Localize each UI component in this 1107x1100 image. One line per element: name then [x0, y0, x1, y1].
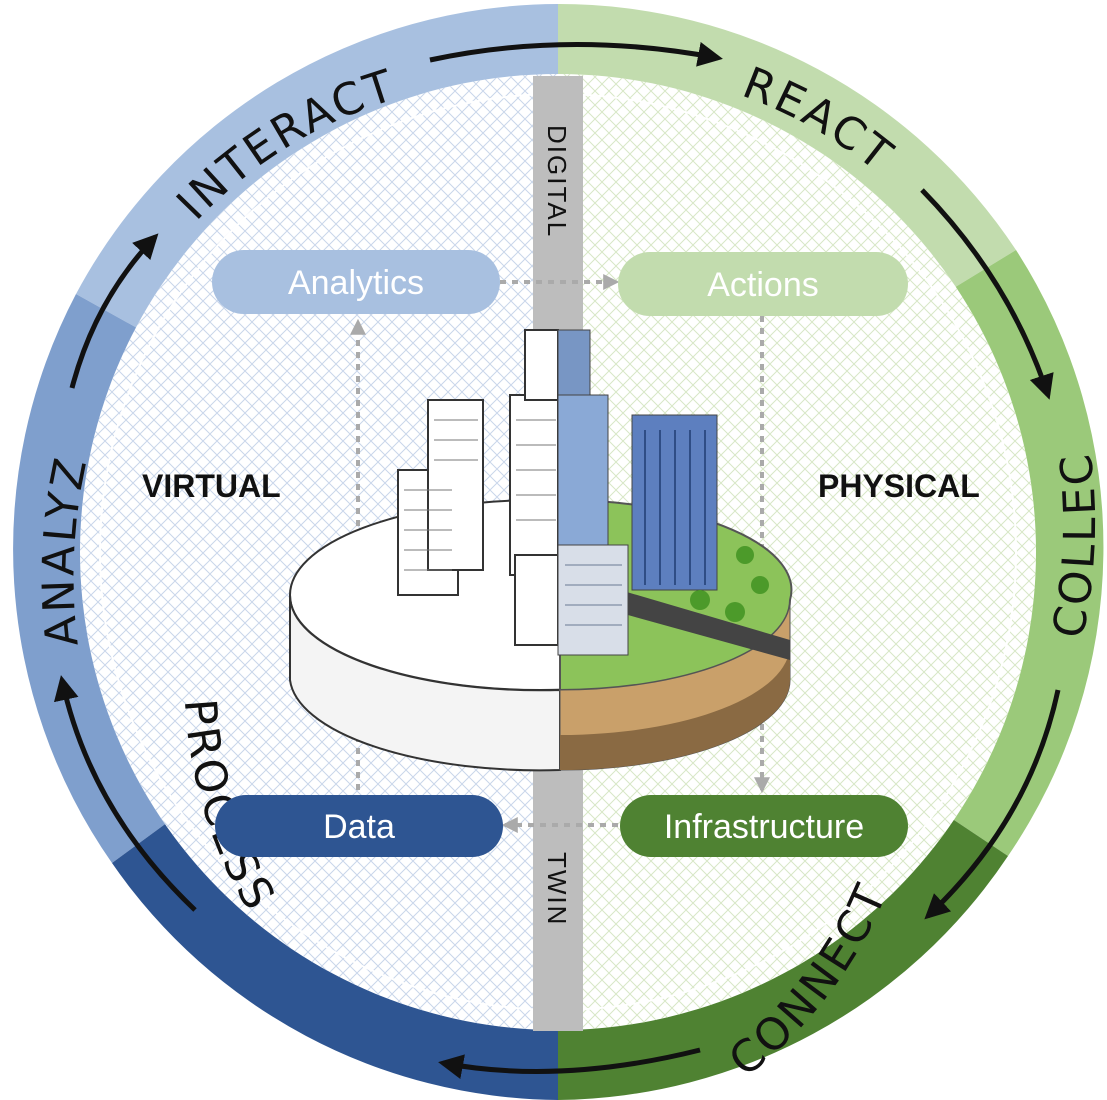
band-label-twin: TWIN: [542, 852, 572, 926]
side-label-physical: PHYSICAL: [818, 468, 980, 504]
arrow-react-to-collect: [920, 188, 1054, 400]
node-label-analytics: Analytics: [288, 264, 424, 302]
arrow-analyze-to-interact: [69, 233, 159, 389]
arrow-interact-to-react: [429, 42, 723, 67]
node-data: Data: [215, 795, 503, 857]
cycle-arrows: [53, 42, 1061, 1079]
side-label-virtual: VIRTUAL: [142, 468, 281, 504]
arrow-connect-to-process: [438, 1047, 701, 1079]
node-label-data: Data: [323, 808, 395, 846]
node-infrastructure: Infrastructure: [620, 795, 908, 857]
node-label-infrastructure: Infrastructure: [664, 808, 864, 846]
node-actions: Actions: [618, 252, 908, 316]
city-illustration: [288, 329, 793, 772]
arrow-collect-to-connect: [924, 689, 1061, 920]
node-analytics: Analytics: [212, 250, 500, 314]
band-label-digital: DIGITAL: [542, 125, 572, 238]
arrow-process-to-analyze: [53, 675, 197, 912]
node-label-actions: Actions: [707, 266, 819, 304]
